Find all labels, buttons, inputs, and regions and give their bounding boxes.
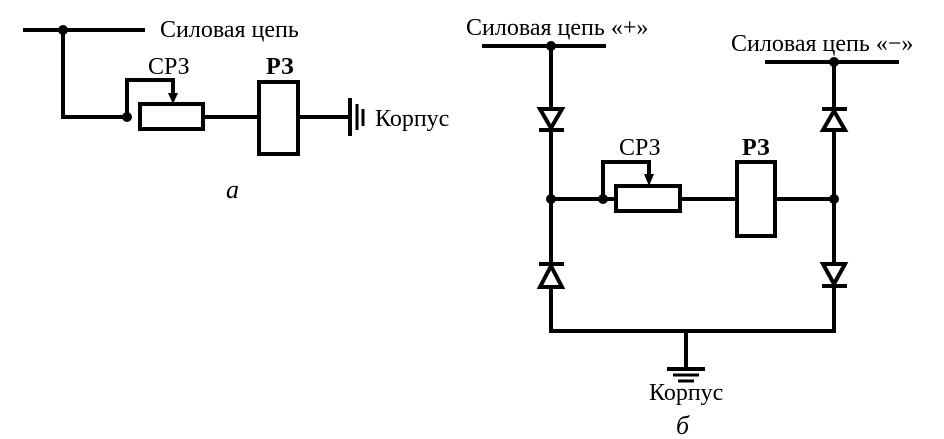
variable-resistor-b — [614, 184, 682, 213]
variable-resistor-b-label: СРЗ — [619, 135, 661, 161]
diode-right-bottom-icon — [819, 262, 849, 289]
relay-b-label: РЗ — [742, 135, 770, 161]
diode-left-bottom-icon — [536, 261, 566, 289]
wiper-wire-a — [125, 78, 175, 119]
diagram-b: Силовая цепь «+» Силовая цепь «−» СРЗ РЗ… — [466, 15, 913, 439]
caption-b: б — [676, 411, 690, 439]
wiper-arrow-icon — [168, 93, 178, 104]
wire-a-down — [61, 28, 129, 119]
junction-right-mid — [829, 194, 839, 204]
diode-right-top-icon — [819, 107, 849, 132]
variable-resistor-a — [138, 102, 205, 131]
ground-a-label: Корпус — [375, 106, 449, 132]
wiper-wire-b — [601, 160, 651, 201]
relay-a-label: РЗ — [266, 54, 294, 80]
diode-left-top-icon — [536, 107, 566, 132]
relay-a — [257, 80, 300, 156]
diagram-a: Силовая цепь СРЗ РЗ Корпус а — [23, 17, 449, 204]
power-minus-label: Силовая цепь «−» — [731, 31, 913, 57]
ground-b-label: Корпус — [649, 380, 723, 406]
wiper-arrow-b-icon — [644, 174, 654, 186]
relay-b — [735, 160, 777, 238]
power-line-a-label: Силовая цепь — [160, 17, 299, 43]
caption-a: а — [226, 175, 239, 204]
variable-resistor-a-label: СРЗ — [148, 54, 190, 80]
power-plus-label: Силовая цепь «+» — [466, 15, 648, 41]
